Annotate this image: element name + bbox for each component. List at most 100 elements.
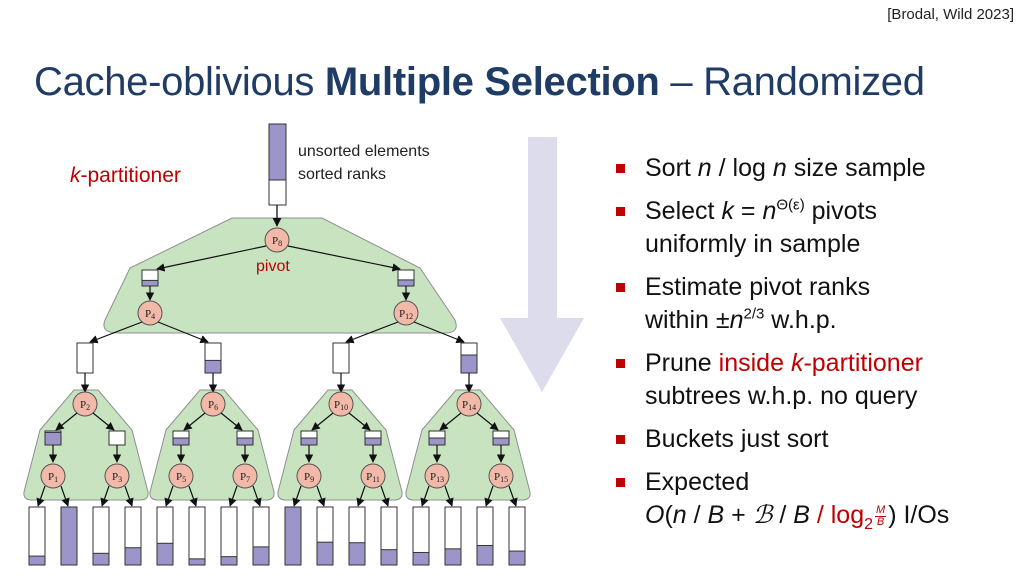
- bucket-fill-10: [316, 541, 334, 566]
- sample-box: [332, 342, 350, 374]
- node-label-p1: P1: [48, 471, 58, 484]
- bucket-fill-16: [508, 550, 526, 566]
- edge-arrow: [348, 412, 371, 431]
- bucket-fill-6: [188, 558, 206, 566]
- edge-arrow: [380, 485, 390, 507]
- edge-arrow: [183, 412, 206, 431]
- edge-arrow: [220, 412, 243, 431]
- node-p5: [168, 463, 194, 489]
- bucket-fill-15: [476, 545, 494, 566]
- pivot-box-fill: [397, 279, 415, 287]
- node-p4: [137, 300, 163, 326]
- bucket-fill-13: [412, 551, 430, 566]
- edge-arrow: [292, 485, 302, 507]
- pivot-box-fill: [236, 437, 254, 446]
- node-label-p5: P5: [176, 471, 186, 484]
- bucket-fill-3: [92, 552, 110, 566]
- node-p11: [360, 463, 386, 489]
- pivot-box-fill: [364, 437, 382, 446]
- node-label-p12: P12: [399, 308, 413, 321]
- node-label-p6: P6: [208, 399, 218, 412]
- edge-arrow: [157, 321, 209, 344]
- edge-arrow: [188, 485, 198, 507]
- edge-arrow: [484, 485, 494, 507]
- edge-arrow: [124, 485, 134, 507]
- edge-arrow: [164, 485, 174, 507]
- title-part1: Cache-oblivious: [34, 60, 325, 104]
- k-letter: k: [70, 164, 82, 187]
- bucket-fill-9: [284, 506, 302, 566]
- bullet-sort-sample: Sort n / log n size sample: [614, 152, 1014, 185]
- node-label-p2: P2: [80, 399, 90, 412]
- upper-tree-region: [103, 217, 457, 334]
- node-p10: [328, 391, 354, 417]
- edge-arrow: [311, 412, 334, 431]
- bullet-buckets: Buckets just sort: [614, 423, 1014, 456]
- edge-arrow: [156, 245, 267, 272]
- bucket-fill-2: [60, 506, 78, 566]
- node-label-p14: P14: [462, 399, 476, 412]
- node-p9: [296, 463, 322, 489]
- edge-arrow: [228, 485, 238, 507]
- input-bar: [268, 123, 287, 181]
- legend-unsorted: unsorted elements: [298, 143, 430, 160]
- down-arrow-icon: [500, 137, 584, 392]
- bucket-fill-5: [156, 542, 174, 566]
- pivot-box: [108, 430, 126, 446]
- k-partitioner-label: k-partitioner: [70, 164, 181, 187]
- node-p6: [200, 391, 226, 417]
- title-bold: Multiple Selection: [324, 60, 660, 104]
- edge-arrow: [252, 485, 262, 507]
- edge-arrow: [444, 485, 454, 507]
- edge-arrow: [316, 485, 326, 507]
- pivot-box-fill: [492, 437, 510, 446]
- legend-sorted: sorted ranks: [298, 166, 386, 183]
- node-p14: [456, 391, 482, 417]
- bucket-fill-12: [380, 549, 398, 566]
- edge-arrow: [287, 245, 401, 272]
- edge-arrow: [420, 485, 430, 507]
- edge-arrow: [413, 321, 465, 344]
- k-rest: -partitioner: [81, 164, 181, 187]
- edge-arrow: [476, 412, 499, 431]
- node-label-p8: P8: [272, 235, 282, 248]
- node-label-p7: P7: [240, 471, 250, 484]
- node-p2: [72, 391, 98, 417]
- node-label-p4: P4: [145, 308, 155, 321]
- edge-arrow: [356, 485, 366, 507]
- node-p13: [424, 463, 450, 489]
- edge-arrow: [89, 321, 143, 344]
- bucket-fill-4: [124, 547, 142, 566]
- sample-box-fill: [204, 359, 222, 374]
- sample-box-fill: [460, 354, 478, 374]
- node-p8: [264, 227, 290, 253]
- node-label-p10: P10: [334, 399, 348, 412]
- edge-arrow: [439, 412, 462, 431]
- node-label-p13: P13: [430, 471, 444, 484]
- slide-title: Cache-oblivious Multiple Selection – Ran…: [34, 60, 925, 105]
- pivot-label: pivot: [256, 258, 290, 275]
- node-label-p15: P15: [494, 471, 508, 484]
- edge-arrow: [92, 412, 115, 431]
- edge-arrow: [36, 485, 46, 507]
- bucket-fill-7: [220, 556, 238, 566]
- bullet-list: Sort n / log n size sample Select k = nΘ…: [614, 152, 1014, 542]
- pivot-box-fill: [44, 431, 62, 446]
- node-p7: [232, 463, 258, 489]
- edge-arrow: [508, 485, 518, 507]
- pivot-box-fill: [172, 437, 190, 446]
- sample-box: [76, 342, 94, 374]
- edge-arrow: [100, 485, 110, 507]
- node-p3: [104, 463, 130, 489]
- pivot-box-fill: [300, 437, 318, 446]
- pivot-box-fill: [141, 279, 159, 287]
- bucket-6: [188, 506, 206, 566]
- node-label-p11: P11: [366, 471, 380, 484]
- node-label-p3: P3: [112, 471, 122, 484]
- edge-arrow: [60, 485, 70, 507]
